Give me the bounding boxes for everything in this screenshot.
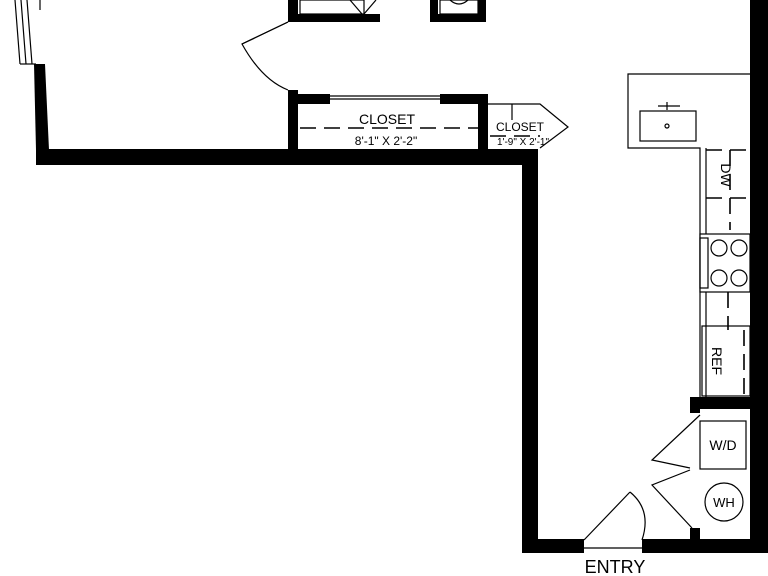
top-stub-mid	[288, 14, 380, 22]
bedroom-bottom-wall	[36, 149, 538, 165]
closet-main-label: CLOSET	[359, 111, 415, 127]
refrigerator-label: REF	[709, 347, 725, 375]
bottom-wall-left	[522, 539, 584, 553]
water-heater	[704, 482, 744, 522]
bottom-wall-right	[642, 539, 768, 553]
kitchen: DW REF	[627, 73, 751, 397]
laundry-left-wall-top	[690, 397, 700, 413]
top-stub-right	[430, 0, 438, 22]
entry-door	[583, 491, 646, 549]
top-stub-right-c	[478, 0, 486, 22]
entry-label: ENTRY	[585, 557, 646, 576]
closet-main: CLOSET 8'-1" X 2'-2"	[300, 95, 478, 148]
closet-divider-wall	[478, 94, 488, 156]
top-fixtures	[299, 0, 479, 15]
closet-left-wall	[288, 90, 298, 156]
closet-main-dims: 8'-1" X 2'-2"	[355, 134, 417, 148]
closet-small-label: CLOSET	[496, 120, 545, 134]
closet-top-wall-right	[440, 94, 486, 104]
refrigerator: REF	[701, 325, 751, 397]
dishwasher-label: DW	[718, 163, 734, 187]
laundry-closet: W/D WH	[650, 414, 747, 529]
top-stub-left	[288, 0, 298, 22]
washer-dryer-label: W/D	[709, 437, 736, 453]
top-stub-right-b	[430, 14, 486, 22]
closet-top-wall-left	[288, 94, 330, 104]
bathroom-door-swing	[241, 21, 289, 91]
left-angled-wall	[34, 64, 49, 150]
dishwasher: DW	[706, 149, 750, 230]
closet-small-dims: 1'-9" X 2'-1"	[497, 137, 550, 148]
walls	[34, 0, 768, 553]
range-icon	[699, 233, 751, 293]
central-vertical-wall	[522, 149, 538, 553]
closet-small: CLOSET 1'-9" X 2'-1"	[488, 103, 569, 149]
washer-dryer	[699, 420, 747, 470]
water-heater-label: WH	[713, 495, 735, 510]
sink-icon	[639, 102, 697, 142]
laundry-top-wall	[690, 397, 752, 409]
window	[14, 0, 41, 65]
laundry-left-wall-bottom	[690, 528, 700, 548]
right-exterior-wall	[750, 0, 768, 553]
